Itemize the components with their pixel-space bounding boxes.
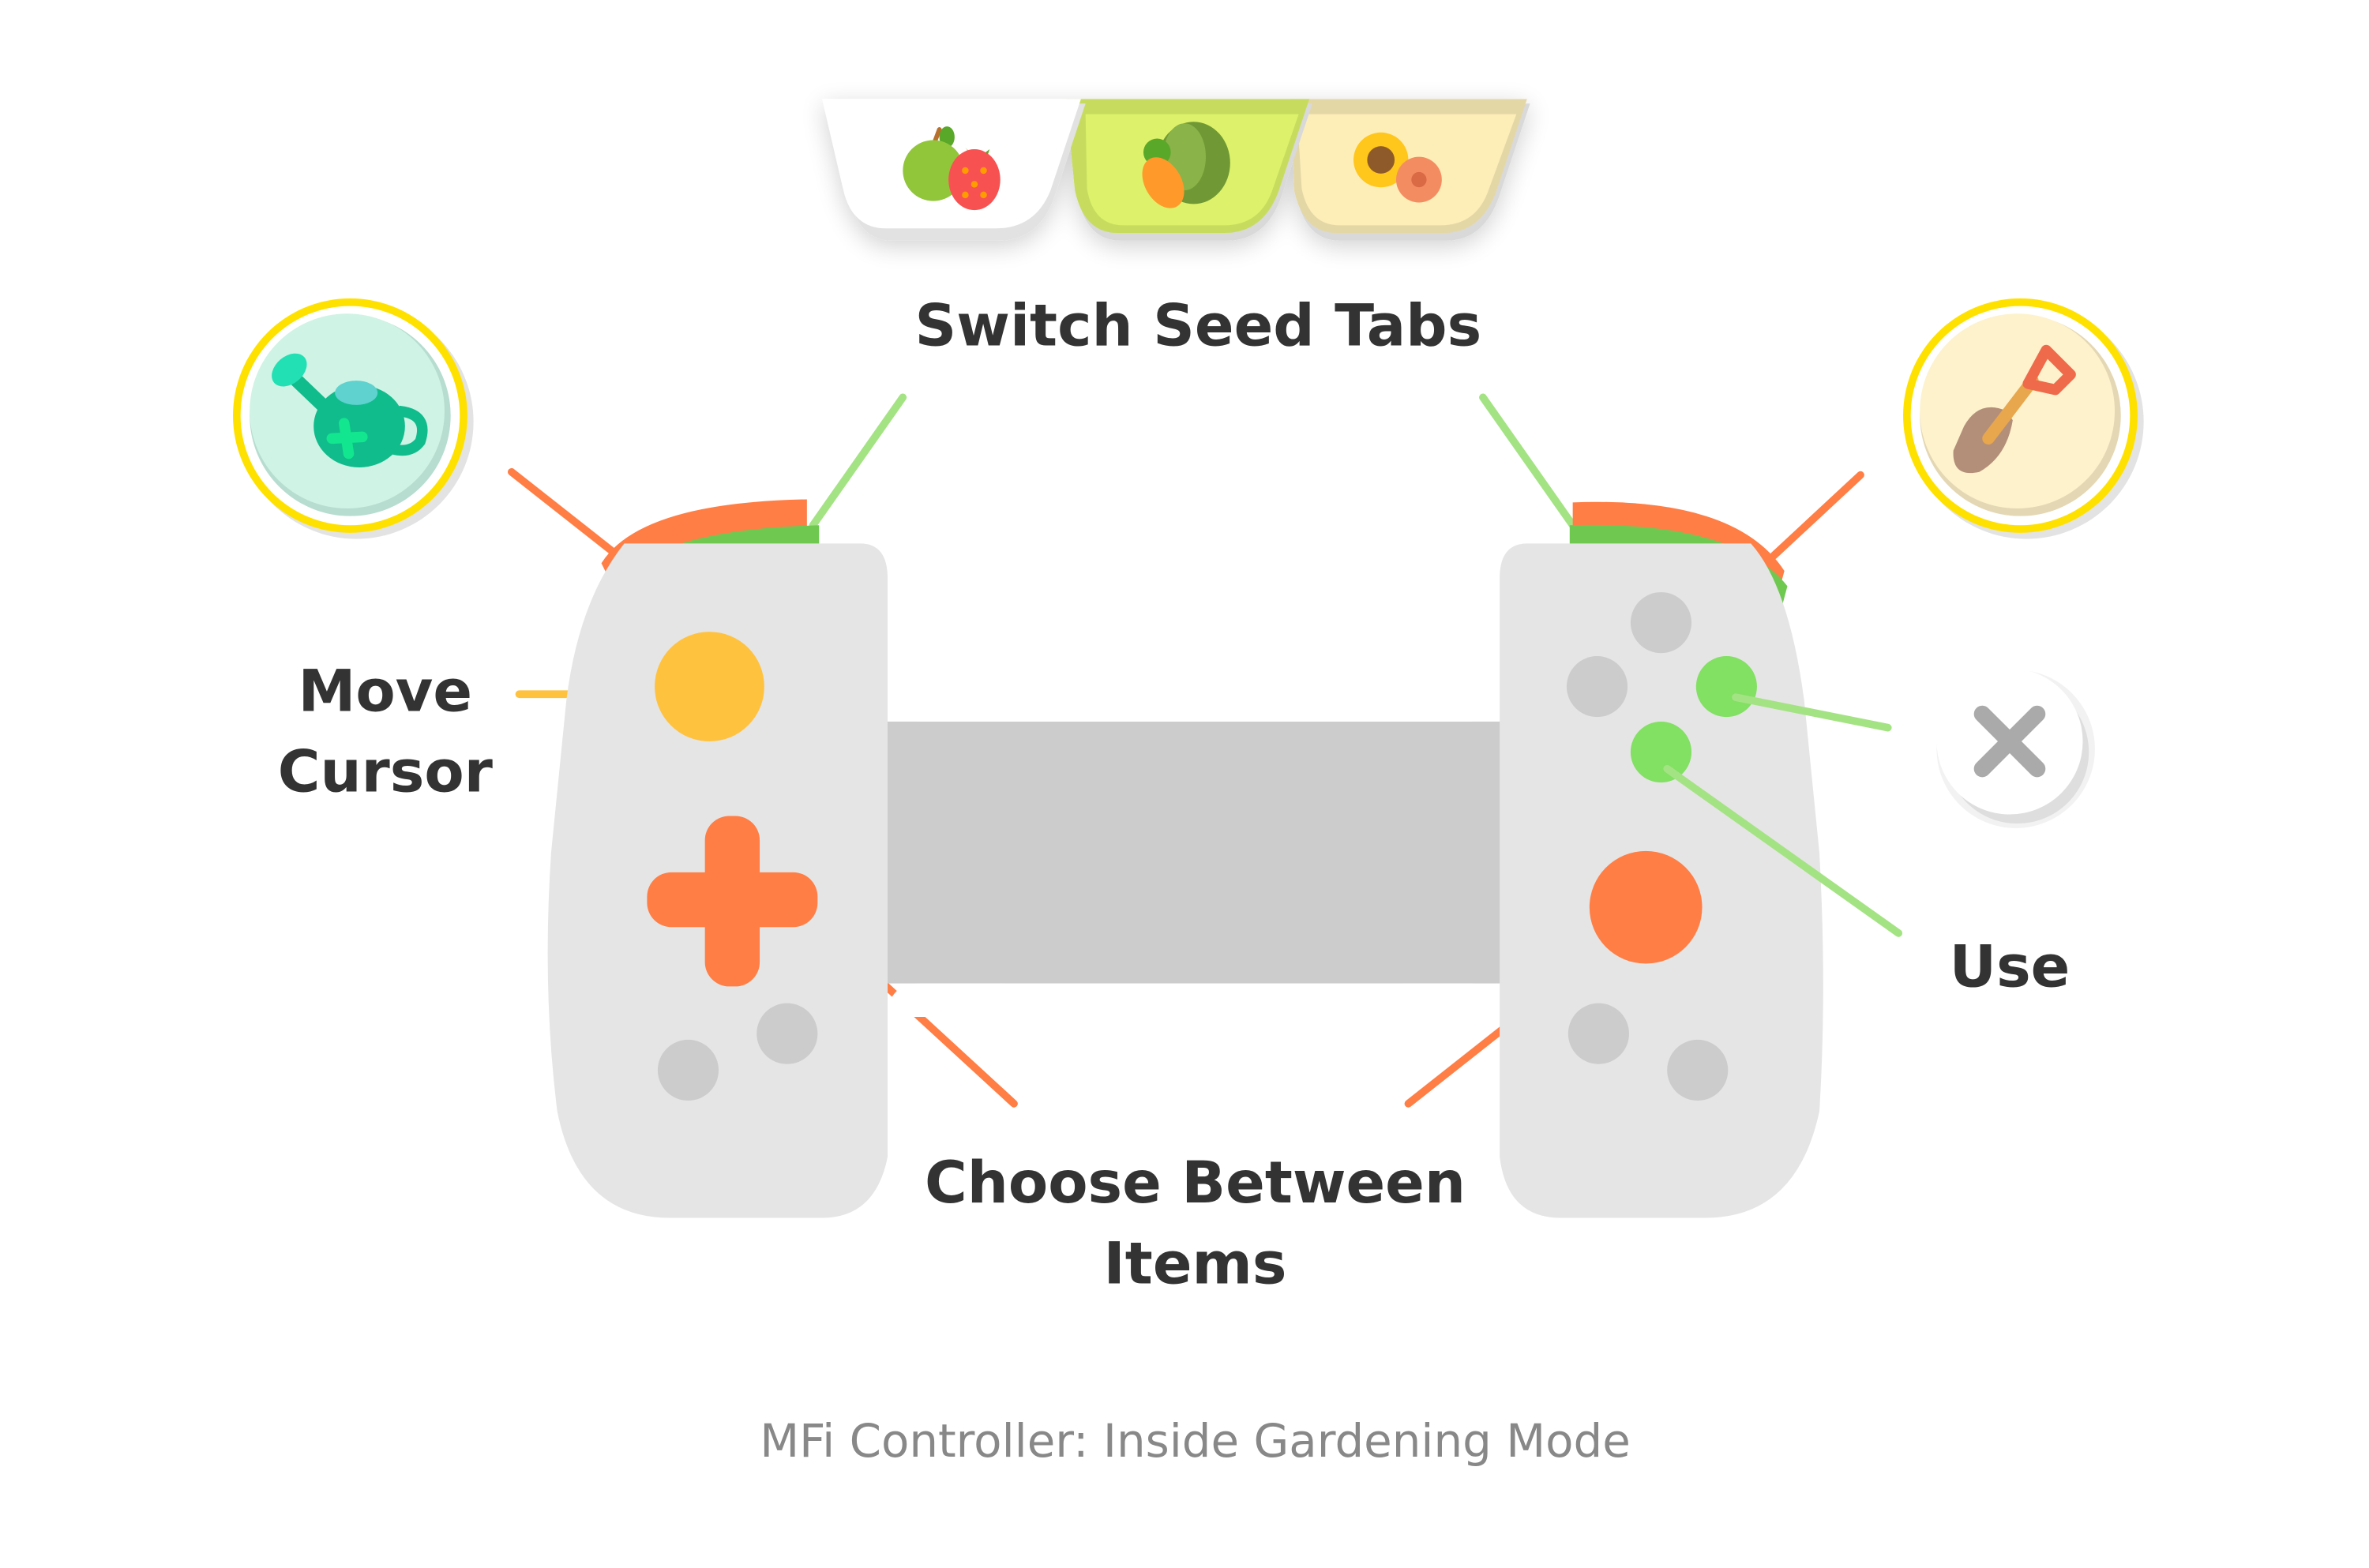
watering-can-icon (272, 353, 428, 467)
tab-flowers[interactable] (1290, 99, 1530, 241)
leader-left-trigger (809, 393, 907, 530)
choose-between-items-label-line2: Items (1104, 1230, 1287, 1297)
apple-strawberry-icon (903, 126, 1001, 211)
move-cursor-label-line1: Move (298, 658, 472, 725)
leader-left-bumper (507, 467, 616, 555)
cancel-button[interactable] (1936, 668, 2095, 828)
controller (547, 499, 1823, 1218)
choose-between-items-label-line1: Choose Between (925, 1150, 1466, 1217)
shovel-bubble[interactable] (1903, 298, 2144, 539)
use-label: Use (1950, 933, 2071, 1000)
tab-vegetables[interactable] (1065, 99, 1312, 241)
right-small-button-2[interactable] (1667, 1039, 1729, 1101)
face-button-a[interactable] (1630, 721, 1692, 783)
right-stick[interactable] (1589, 850, 1703, 964)
face-button-b[interactable] (1695, 656, 1757, 718)
left-stick[interactable] (655, 632, 764, 742)
leader-use-a (1663, 764, 1903, 937)
close-icon (1973, 705, 2046, 778)
watering-can-bubble[interactable] (232, 298, 474, 539)
diagram-caption: MFi Controller: Inside Gardening Mode (760, 1414, 1631, 1468)
leader-lines-face (1663, 693, 1903, 937)
move-cursor-label-line2: Cursor (278, 739, 493, 806)
leader-use-b (1732, 693, 1892, 732)
left-small-button-2[interactable] (657, 1039, 719, 1101)
controller-bridge (875, 721, 1515, 984)
leader-right-bumper (1770, 471, 1864, 560)
dpad[interactable] (647, 816, 818, 987)
tab-fruits[interactable] (822, 99, 1086, 241)
right-small-button-1[interactable] (1567, 1003, 1629, 1064)
leader-right-trigger (1479, 393, 1577, 530)
face-button-y[interactable] (1630, 592, 1692, 654)
face-button-x[interactable] (1566, 656, 1628, 718)
sunflower-icon (1353, 132, 1442, 203)
seed-tabs (822, 99, 1530, 241)
shovel-icon (1953, 344, 2076, 474)
switch-seed-tabs-label: Switch Seed Tabs (915, 293, 1482, 360)
left-small-button-1[interactable] (757, 1003, 818, 1064)
carrot-cabbage-icon (1142, 122, 1230, 208)
